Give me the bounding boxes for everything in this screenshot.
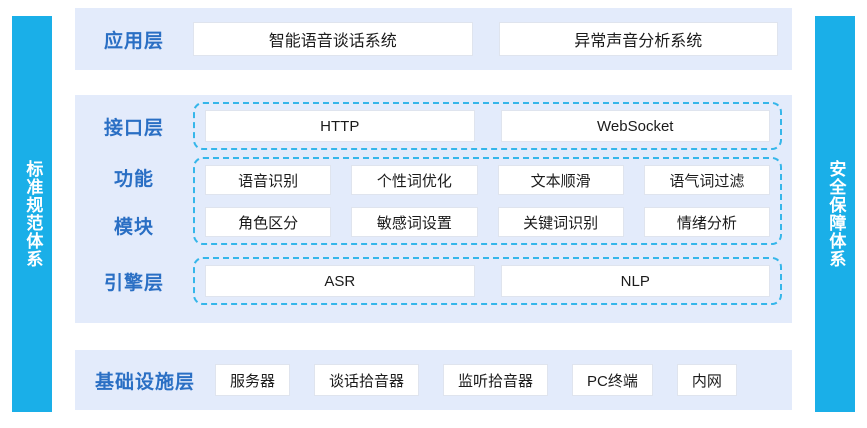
function-item-2[interactable]: 文本顺滑 [497, 165, 624, 195]
sidebar-security-system: 安全保障体系 [815, 16, 855, 412]
function-item-3[interactable]: 语气词过滤 [643, 165, 770, 195]
infra-item-0[interactable]: 服务器 [215, 364, 291, 396]
module-item-3[interactable]: 情绪分析 [643, 207, 770, 237]
app-item-1[interactable]: 异常声音分析系统 [498, 22, 778, 56]
engine-layer-label: 引擎层 [103, 272, 164, 294]
module-layer-label-wrap: 模块 [75, 205, 193, 245]
infrastructure-layer-row: 基础设施层 服务器 谈话拾音器 监听拾音器 PC终端 内网 [75, 350, 792, 410]
sidebar-standards-system: 标准规范体系 [12, 16, 52, 412]
engine-layer-items: ASR NLP [205, 265, 770, 297]
module-item-2[interactable]: 关键词识别 [497, 207, 624, 237]
function-module-group: 语音识别 个性词优化 文本顺滑 语气词过滤 角色区分 敏感词设置 关键词识别 情… [193, 157, 782, 245]
sidebar-left-label: 标准规范体系 [23, 160, 43, 268]
function-layer-label-wrap: 功能 [75, 157, 193, 197]
engine-item-0[interactable]: ASR [205, 265, 475, 297]
infrastructure-layer-label: 基础设施层 [94, 371, 195, 393]
infrastructure-layer-panel [75, 350, 792, 410]
module-layer-label: 模块 [113, 216, 154, 238]
engine-layer-group: ASR NLP [193, 257, 782, 305]
infra-item-3[interactable]: PC终端 [572, 364, 653, 396]
function-layer-items: 语音识别 个性词优化 文本顺滑 语气词过滤 [205, 165, 770, 195]
infra-item-1[interactable]: 谈话拾音器 [314, 364, 420, 396]
sidebar-right-label: 安全保障体系 [826, 160, 846, 268]
application-layer-label: 应用层 [103, 30, 164, 52]
module-item-0[interactable]: 角色区分 [205, 207, 332, 237]
module-item-1[interactable]: 敏感词设置 [351, 207, 478, 237]
function-item-1[interactable]: 个性词优化 [351, 165, 478, 195]
interface-layer-label: 接口层 [103, 117, 164, 139]
infra-item-2[interactable]: 监听拾音器 [443, 364, 549, 396]
interface-layer-items: HTTP WebSocket [205, 110, 770, 142]
interface-item-1[interactable]: WebSocket [500, 110, 770, 142]
architecture-stack: 应用层 智能语音谈话系统 异常声音分析系统 接口层 HTTP WebSocket… [75, 0, 792, 428]
infrastructure-layer-items: 服务器 谈话拾音器 监听拾音器 PC终端 内网 [215, 364, 792, 396]
infra-item-4[interactable]: 内网 [676, 364, 737, 396]
interface-item-0[interactable]: HTTP [205, 110, 475, 142]
module-layer-items: 角色区分 敏感词设置 关键词识别 情绪分析 [205, 207, 770, 237]
application-layer-items: 智能语音谈话系统 异常声音分析系统 [193, 22, 792, 56]
app-item-0[interactable]: 智能语音谈话系统 [193, 22, 473, 56]
function-layer-label: 功能 [113, 168, 154, 190]
engine-item-1[interactable]: NLP [500, 265, 770, 297]
application-layer-row: 应用层 智能语音谈话系统 异常声音分析系统 [75, 8, 792, 70]
interface-layer-group: HTTP WebSocket [193, 102, 782, 150]
interface-layer-row: 接口层 HTTP WebSocket [75, 101, 792, 151]
engine-layer-row: 引擎层 ASR NLP [75, 256, 792, 306]
function-item-0[interactable]: 语音识别 [205, 165, 332, 195]
